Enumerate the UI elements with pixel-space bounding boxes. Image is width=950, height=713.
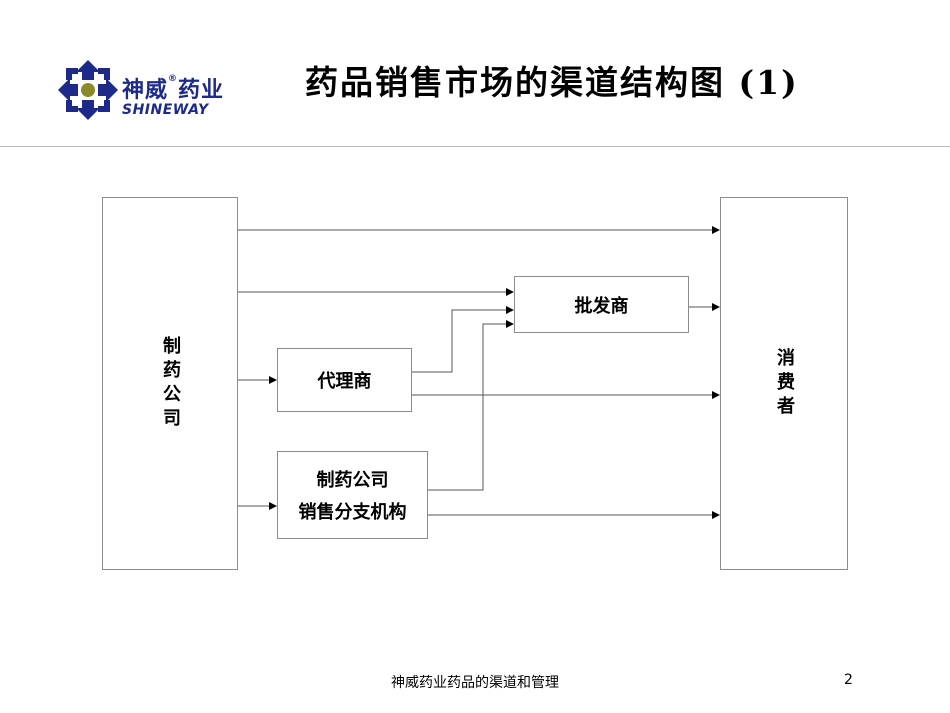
consumer-label: 消费者	[774, 347, 795, 420]
agent-label: 代理商	[317, 371, 372, 392]
consumer-box: 消费者	[720, 197, 848, 570]
branch-label-line2: 销售分支机构	[298, 502, 407, 523]
logo-text-cn: 神威®药业	[122, 74, 225, 103]
logo-text-en: SHINEWAY	[122, 102, 209, 118]
shineway-logo-icon	[58, 60, 118, 120]
wholesaler-label: 批发商	[574, 295, 629, 317]
arrow-branch-to-wholesaler	[428, 320, 514, 491]
branch-label-line1: 制药公司	[316, 470, 389, 491]
branch-box: 制药公司 销售分支机构	[277, 451, 428, 539]
footer-text: 神威药业药品的渠道和管理	[391, 675, 559, 691]
agent-box: 代理商	[277, 348, 412, 412]
slide-title: 药品销售市场的渠道结构图 (1)	[305, 63, 799, 102]
header-divider	[0, 146, 950, 147]
manufacturer-box: 制药公司	[102, 197, 238, 570]
manufacturer-label: 制药公司	[160, 335, 181, 432]
page-number: 2	[844, 672, 853, 688]
arrow-agent-to-wholesaler	[412, 306, 514, 373]
wholesaler-box: 批发商	[514, 276, 689, 333]
company-logo: 神威®药业 SHINEWAY	[56, 58, 236, 124]
